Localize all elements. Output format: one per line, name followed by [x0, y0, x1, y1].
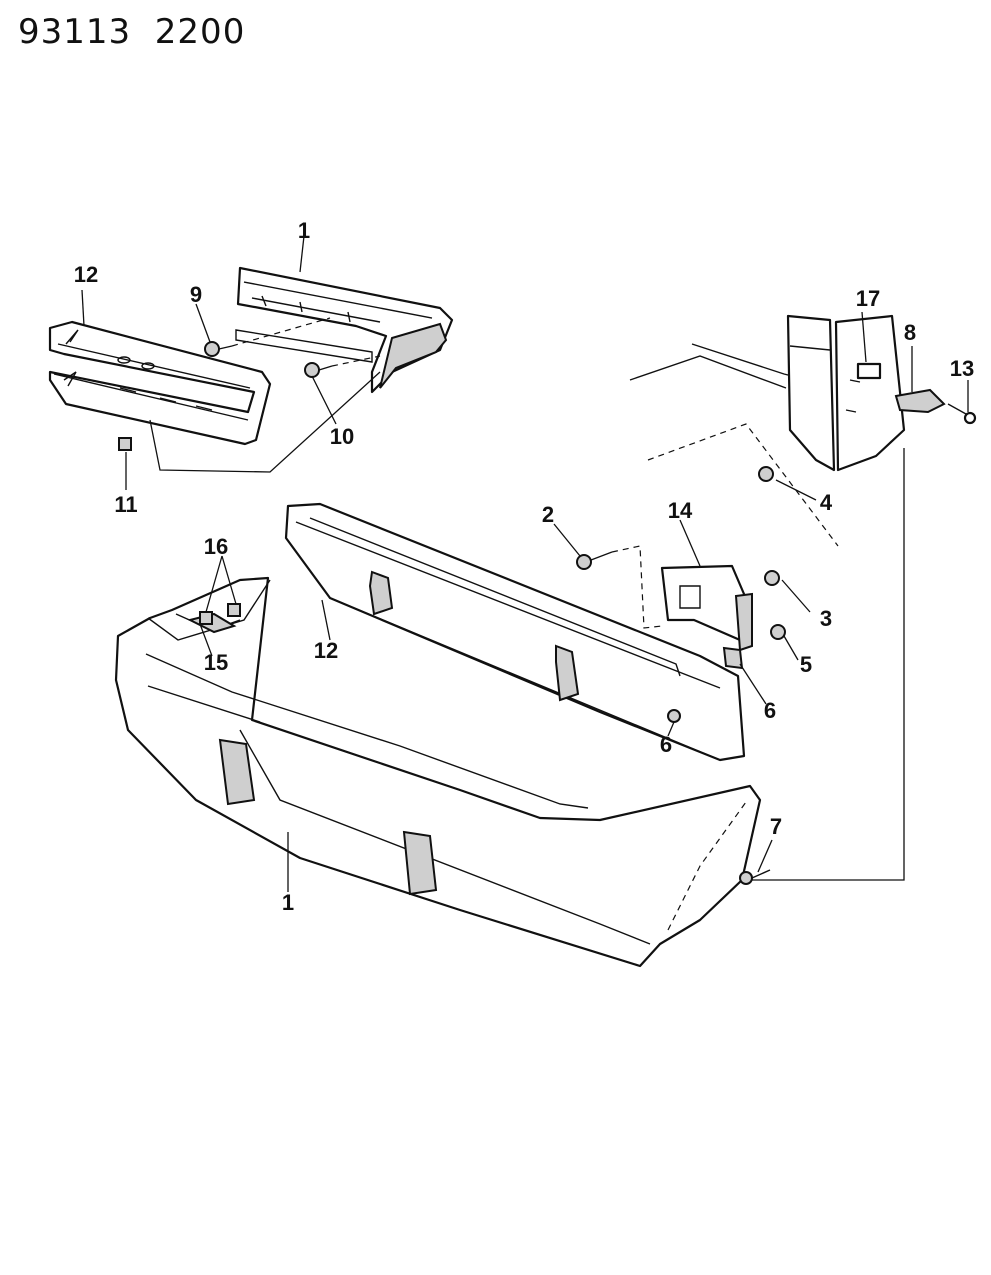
mounting-bracket — [660, 564, 786, 723]
callout-8: 8 — [904, 320, 916, 345]
diagram-header: 93113 2200 — [18, 12, 245, 52]
upper-left-inset — [48, 235, 454, 490]
callout-11: 11 — [114, 492, 137, 517]
callout-1-fascia-bottom: 1 — [282, 890, 294, 915]
inset-fasteners — [118, 341, 333, 451]
callout-12-bar-top: 12 — [74, 262, 98, 287]
callout-15: 15 — [204, 650, 228, 675]
body-mount-area — [629, 311, 977, 881]
callout-16: 16 — [204, 534, 228, 559]
inset-bumper-cover — [235, 266, 454, 394]
callout-1-cover-top: 1 — [298, 218, 310, 243]
callout-7: 7 — [770, 814, 782, 839]
inset-reinforcement-bar — [48, 320, 272, 446]
group-number: 2200 — [154, 12, 246, 52]
callout-2: 2 — [542, 502, 554, 527]
part-number: 93113 — [18, 12, 132, 52]
callout-10: 10 — [330, 424, 354, 449]
fascia-clips — [199, 603, 771, 885]
callout-17: 17 — [856, 286, 880, 311]
callout-9: 9 — [190, 282, 202, 307]
callout-13: 13 — [950, 356, 974, 381]
callout-5: 5 — [800, 652, 812, 677]
callout-12-bar-mid: 12 — [314, 638, 338, 663]
callout-6-lower: 6 — [660, 732, 672, 757]
callout-14: 14 — [668, 498, 693, 523]
bracket-screw — [576, 551, 613, 570]
reinforcement-bar — [284, 502, 746, 762]
callout-4: 4 — [820, 490, 833, 515]
callout-6-upper: 6 — [764, 698, 776, 723]
callout-3: 3 — [820, 606, 832, 631]
bumper-fascia — [114, 576, 762, 968]
